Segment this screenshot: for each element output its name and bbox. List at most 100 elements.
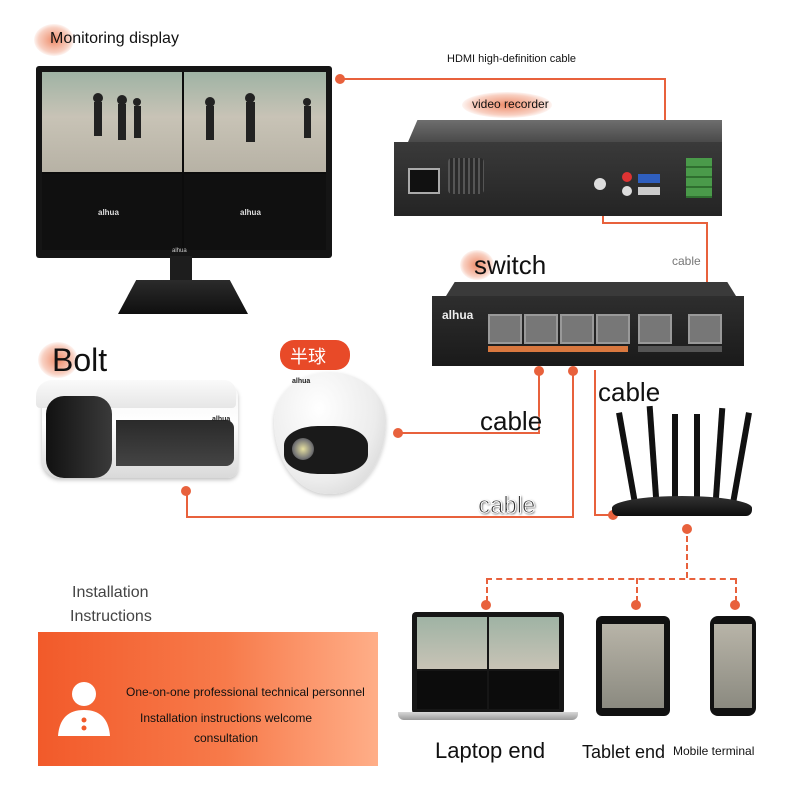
power-socket (408, 168, 440, 194)
ethernet-port-2 (524, 314, 558, 344)
router-wireless-dash-v (686, 536, 688, 578)
bolt-tag-bg (38, 342, 78, 378)
hdmi-connector-dot (335, 74, 345, 84)
mobile-dot (730, 600, 740, 610)
switch-label: switch (474, 250, 547, 280)
laptop-dot (481, 600, 491, 610)
dome-switch-wire-h (398, 432, 538, 434)
display-feed-2 (184, 72, 326, 172)
poe-switch: alhua (432, 282, 744, 366)
banner-text-line-1: One-on-one professional technical person… (126, 685, 365, 699)
cable-label-bolt: cable (477, 492, 536, 520)
bolt-switch-wire-v2 (572, 370, 574, 518)
brand-logo: alhua (98, 208, 119, 217)
router-wireless-dot (682, 524, 692, 534)
banner-text-line-2: Installation instructions welcome (140, 711, 313, 725)
terminal-block (686, 158, 712, 198)
people-figures (205, 93, 311, 142)
monitoring-display: alhua alhua alhua (36, 66, 332, 258)
recorder-back-panel (394, 142, 722, 216)
installation-banner[interactable]: One-on-one professional technical person… (38, 632, 378, 766)
fan-grill (448, 158, 484, 194)
tablet-end-label: Tablet end (582, 742, 666, 762)
mobile-dash-v (735, 578, 737, 602)
laptop-dash-v (486, 578, 488, 602)
bolt-camera-stripe (116, 420, 234, 466)
dome-connector-dot (393, 428, 403, 438)
switch-tag-bg (460, 250, 494, 280)
laptop-feed-4 (489, 671, 559, 709)
rca-port-red (622, 172, 632, 182)
laptop-base (398, 712, 578, 720)
router-switch-wire-h (594, 514, 612, 516)
router-connector-dot (608, 510, 618, 520)
dome-tag-bg (280, 340, 350, 370)
video-recorder-label: video recorder (472, 97, 549, 111)
bnc-port (594, 178, 606, 190)
display-stand-base (118, 280, 248, 314)
dome-camera-lens (292, 438, 314, 460)
hdmi-port (638, 187, 660, 195)
person-icon (52, 676, 116, 740)
uplink-label-strip (638, 346, 722, 352)
monitoring-display-tag-bg (34, 24, 74, 56)
people-figures (93, 93, 141, 140)
dome-label: 半球 (290, 347, 326, 367)
bolt-camera: alhua (32, 380, 238, 490)
recorder-switch-wire-h (602, 222, 708, 224)
router-antenna-3 (672, 414, 678, 502)
hdmi-cable-label: HDMI high-definition cable (447, 53, 577, 65)
installation-instructions-title-1: Installation (72, 584, 149, 601)
laptop-feed-1 (417, 617, 487, 669)
bolt-label: Bolt (52, 342, 108, 378)
devices-dash-h (486, 578, 736, 580)
dome-camera: alhua (270, 372, 390, 494)
monitoring-display-label: Monitoring display (50, 30, 179, 47)
laptop (398, 612, 578, 722)
cable-label-switch: cable (672, 254, 701, 268)
display-screen: alhua alhua (42, 72, 326, 250)
recorder-ports (594, 172, 668, 198)
mobile-screen (714, 624, 752, 708)
laptop-feed-2 (489, 617, 559, 669)
router-body (612, 496, 752, 516)
switch-top (446, 282, 736, 296)
bolt-camera-front (46, 396, 112, 478)
dome-brand-logo: alhua (292, 378, 311, 385)
router-antenna-1 (616, 412, 638, 504)
recorder-switch-wire-v2 (706, 222, 708, 310)
tablet-dot (631, 600, 641, 610)
tablet-screen (602, 624, 664, 708)
rca-port-white (622, 186, 632, 196)
switch-port2-dot (568, 366, 578, 376)
switch-port1-dot (534, 366, 544, 376)
installation-instructions-title-2: Instructions (70, 608, 152, 625)
ethernet-port-1 (488, 314, 522, 344)
video-recorder-tag-bg (462, 92, 552, 118)
video-recorder (394, 120, 722, 216)
tablet (596, 616, 670, 716)
display-feed-4: alhua (184, 174, 326, 250)
router-antenna-5 (712, 407, 726, 503)
switch-front: alhua (432, 296, 744, 366)
bolt-switch-wire-v1 (186, 490, 188, 518)
tablet-dash-v (636, 578, 638, 602)
mobile-phone (710, 616, 756, 716)
bolt-connector-dot (181, 486, 191, 496)
router-antenna-2 (646, 405, 660, 503)
router-switch-wire-v (594, 370, 596, 516)
display-stand-neck (170, 256, 192, 282)
bolt-switch-wire-h (186, 516, 574, 518)
vga-port (638, 174, 660, 183)
laptop-screen (412, 612, 564, 714)
wireless-router (606, 405, 756, 518)
port-label-strip (488, 346, 628, 352)
router-antenna-6 (730, 412, 752, 504)
display-bezel-logo: alhua (172, 248, 187, 254)
ethernet-port-5 (638, 314, 672, 344)
display-feed-1 (42, 72, 182, 172)
ethernet-port-6 (688, 314, 722, 344)
ethernet-port-3 (560, 314, 594, 344)
bolt-brand-logo: alhua (212, 416, 231, 423)
mobile-terminal-label: Mobile terminal (673, 744, 755, 758)
